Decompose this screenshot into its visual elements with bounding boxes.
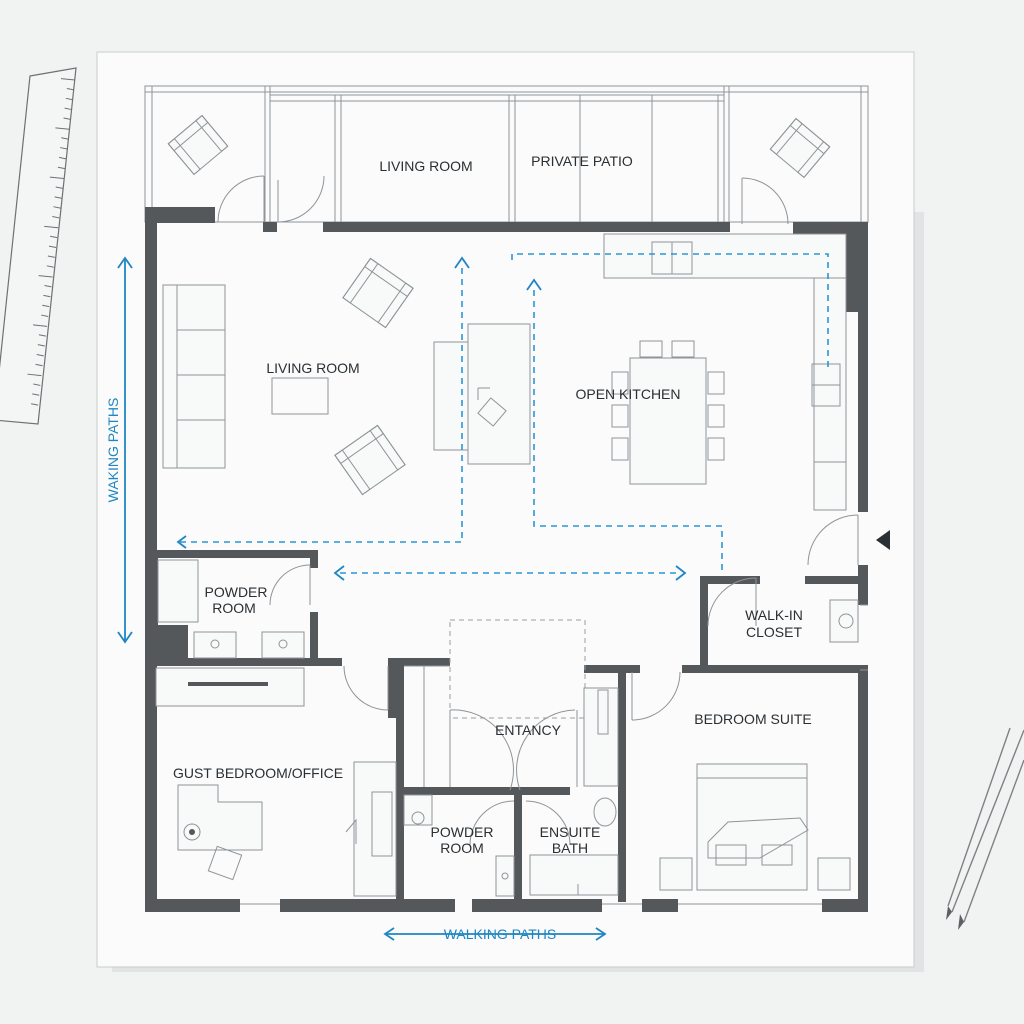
- ruler-tick: [35, 363, 43, 367]
- ruler-tick: [55, 127, 70, 130]
- pencil-icon: [946, 727, 1024, 930]
- ruler-tick: [47, 255, 55, 258]
- room-label-powder-room-bottom-line2: ROOM: [440, 840, 484, 856]
- ruler-tick: [49, 176, 64, 180]
- kitchen-counter: [603, 233, 847, 511]
- room-label-powder-room-line2: ROOM: [212, 600, 256, 616]
- sink-icon: [811, 363, 841, 407]
- ruler-tick: [38, 334, 47, 337]
- ruler-tick: [48, 245, 57, 248]
- ruler-tick: [33, 383, 41, 386]
- ruler-tick: [46, 265, 54, 268]
- toilet-icon: [403, 794, 619, 897]
- armchair-icon: [769, 117, 831, 179]
- room-label-powder-room: POWDER: [205, 584, 268, 600]
- ruler-tick: [60, 147, 68, 150]
- ruler-tick: [31, 403, 39, 406]
- walking-path-lines: [176, 253, 829, 581]
- armchair-icon: [334, 424, 406, 496]
- entry-marker-icon: [876, 530, 890, 550]
- ruler-tick: [50, 235, 58, 239]
- ruler-tick: [55, 186, 63, 189]
- coffee-table: [271, 377, 329, 415]
- ruler-tick: [41, 314, 49, 317]
- room-label-living-room-patio: LIVING ROOM: [379, 158, 472, 174]
- ruler-tick: [33, 324, 48, 327]
- ruler-tick: [66, 87, 74, 91]
- desk-icon: [155, 665, 397, 897]
- entrance-fixtures: [404, 619, 619, 846]
- ruler-tick: [52, 216, 60, 219]
- room-label-ensuite-bath-line2: BATH: [552, 840, 588, 856]
- ruler-icon: [0, 67, 77, 425]
- powder-room-fixtures: [157, 559, 311, 659]
- room-label-living-room: LIVING ROOM: [266, 360, 359, 376]
- room-label-entrancy: ENTANCY: [495, 722, 562, 738]
- ruler-tick: [27, 373, 42, 377]
- ruler-tick: [58, 156, 67, 160]
- room-label-walk-in-closet-line2: CLOSET: [746, 624, 802, 640]
- ruler-tick: [32, 393, 40, 396]
- ruler-tick: [44, 285, 52, 288]
- walking-paths-dimension: [117, 256, 607, 941]
- ruler-tick: [64, 107, 72, 111]
- side-door: [807, 514, 890, 566]
- ruler-tick: [37, 344, 45, 347]
- exterior-walls: [145, 207, 868, 912]
- ruler-tick: [54, 196, 62, 199]
- patio-outline: [144, 85, 869, 223]
- closet-fixtures: [707, 577, 868, 671]
- ruler-tick: [65, 97, 73, 101]
- armchair-icon: [167, 114, 229, 176]
- ruler-tick: [42, 304, 50, 308]
- sofa-icon: [162, 284, 226, 469]
- ruler-tick: [53, 206, 61, 209]
- ruler-tick: [44, 225, 59, 229]
- room-label-walk-in-closet: WALK-IN: [745, 607, 803, 623]
- ruler-tick: [38, 275, 53, 278]
- room-label-ensuite-bath: ENSUITE: [540, 824, 601, 840]
- dining-table-icon: [611, 340, 725, 485]
- armchair-icon: [342, 257, 414, 329]
- interior-walls: [152, 550, 868, 902]
- ruler-tick: [61, 137, 69, 140]
- room-label-private-patio: PRIVATE PATIO: [531, 153, 633, 169]
- kitchen-island: [433, 323, 531, 465]
- walking-paths-bottom-label: WALKING PATHS: [444, 926, 557, 942]
- ruler-tick: [36, 353, 44, 357]
- ruler-tick: [57, 166, 66, 170]
- ruler-tick: [63, 117, 71, 120]
- patio-door: [217, 175, 789, 225]
- room-label-guest-bedroom: GUST BEDROOM/OFFICE: [173, 765, 343, 781]
- room-label-powder-room-bottom: POWDER: [431, 824, 494, 840]
- ruler-tick: [60, 78, 76, 81]
- room-label-bedroom-suite: BEDROOM SUITE: [694, 711, 811, 727]
- ruler-tick: [43, 294, 51, 298]
- walking-paths-vertical-label: WAKING PATHS: [105, 398, 121, 503]
- bed-icon: [631, 671, 851, 891]
- room-label-open-kitchen: OPEN KITCHEN: [575, 386, 680, 402]
